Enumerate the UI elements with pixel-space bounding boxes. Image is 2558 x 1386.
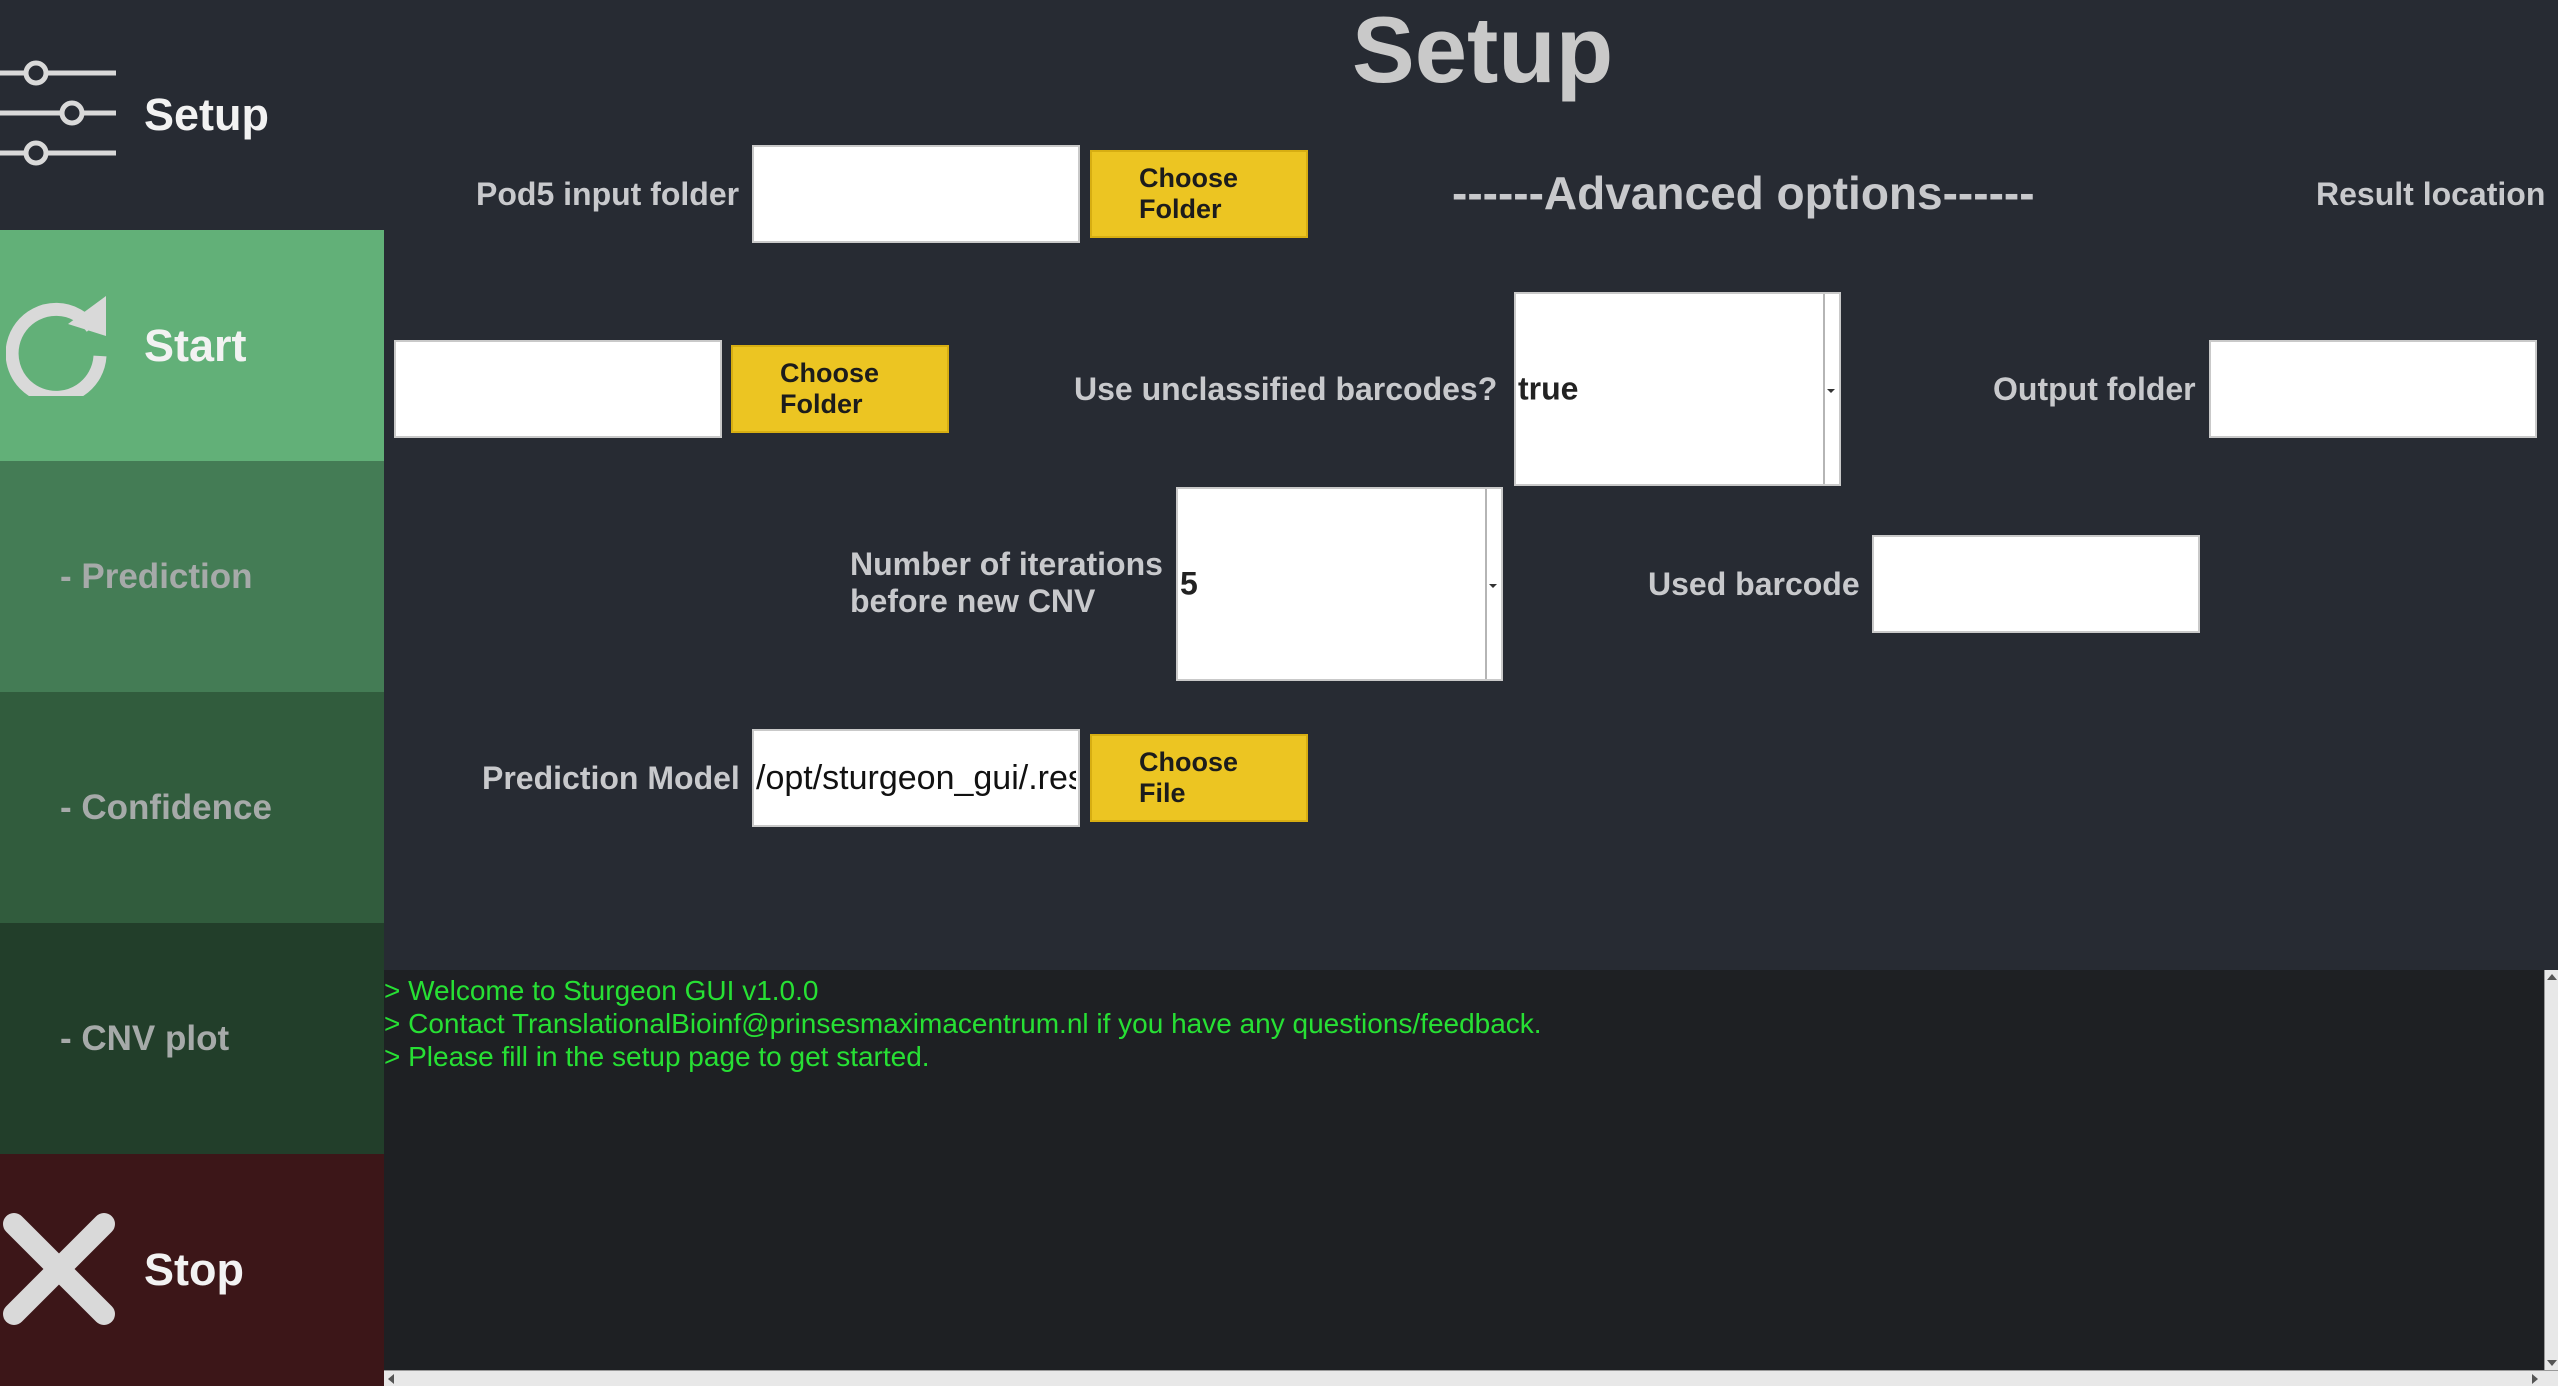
sidebar-item-label: - CNV plot — [60, 1018, 230, 1058]
sidebar-item-confidence[interactable]: - Confidence — [0, 692, 384, 923]
choose-pod5-folder-button[interactable]: Choose Folder — [1090, 150, 1308, 238]
choose-result-folder-button[interactable]: Choose Folder — [731, 345, 949, 433]
pod5-input-field[interactable] — [752, 145, 1080, 243]
page-title: Setup — [1352, 0, 1614, 102]
output-folder-field[interactable] — [2209, 340, 2537, 438]
select-value: 5 — [1180, 565, 1198, 602]
console-horizontal-scrollbar[interactable] — [384, 1370, 2558, 1386]
prediction-model-label: Prediction Model — [482, 760, 740, 796]
console-output[interactable]: > Welcome to Sturgeon GUI v1.0.0 > Conta… — [384, 970, 2544, 1370]
output-folder-label: Output folder — [1993, 371, 2196, 407]
close-icon — [3, 1213, 115, 1325]
unclassified-barcodes-label: Use unclassified barcodes? — [1074, 371, 1498, 407]
refresh-icon — [6, 296, 107, 396]
sidebar-item-label: Setup — [144, 89, 270, 140]
sidebar-item-stop[interactable]: Stop — [0, 1154, 384, 1386]
iterations-label-line2: before new CNV — [850, 583, 1096, 619]
result-location-field[interactable] — [394, 340, 722, 438]
sidebar: Setup Start - Prediction - Confidence - … — [0, 0, 384, 1386]
sidebar-item-label: - Confidence — [60, 787, 272, 827]
sidebar-item-setup[interactable]: Setup — [0, 0, 384, 230]
iterations-select[interactable]: 5 — [1176, 487, 1503, 681]
scroll-left-icon[interactable] — [388, 1374, 394, 1384]
iterations-label-line1: Number of iterations — [850, 546, 1163, 582]
sliders-icon — [0, 60, 116, 166]
sidebar-item-prediction[interactable]: - Prediction — [0, 461, 384, 692]
result-location-label: Result location — [2316, 176, 2546, 212]
sidebar-item-label: Start — [144, 319, 247, 371]
scroll-right-icon[interactable] — [2532, 1374, 2538, 1384]
used-barcode-field[interactable] — [1872, 535, 2200, 633]
sidebar-item-label: Stop — [144, 1244, 244, 1295]
sidebar-item-start[interactable]: Start — [0, 230, 384, 461]
prediction-model-field[interactable] — [752, 729, 1080, 827]
console-line: > Please fill in the setup page to get s… — [384, 1041, 930, 1072]
sidebar-item-label: - Prediction — [60, 556, 253, 596]
used-barcode-label: Used barcode — [1648, 566, 1860, 602]
button-label: Choose Folder — [780, 358, 880, 419]
scroll-down-icon[interactable] — [2547, 1360, 2557, 1366]
button-label: Choose File — [1139, 747, 1239, 808]
scroll-up-icon[interactable] — [2547, 974, 2557, 980]
sidebar-item-cnv-plot[interactable]: - CNV plot — [0, 923, 384, 1154]
button-label: Choose Folder — [1139, 163, 1239, 224]
chevron-down-icon[interactable] — [1823, 294, 1839, 484]
unclassified-barcodes-select[interactable]: true — [1514, 292, 1841, 486]
chevron-down-icon[interactable] — [1485, 489, 1501, 679]
console-line: > Welcome to Sturgeon GUI v1.0.0 — [384, 975, 819, 1006]
pod5-input-label: Pod5 input folder — [476, 176, 740, 212]
console-vertical-scrollbar[interactable] — [2544, 970, 2558, 1370]
console-line: > Contact TranslationalBioinf@prinsesmax… — [384, 1008, 1542, 1039]
iterations-label: Number of iterations before new CNV — [850, 546, 1163, 620]
select-value: true — [1518, 370, 1579, 407]
advanced-options-heading: ------Advanced options------ — [1452, 167, 2035, 219]
choose-model-file-button[interactable]: Choose File — [1090, 734, 1308, 822]
